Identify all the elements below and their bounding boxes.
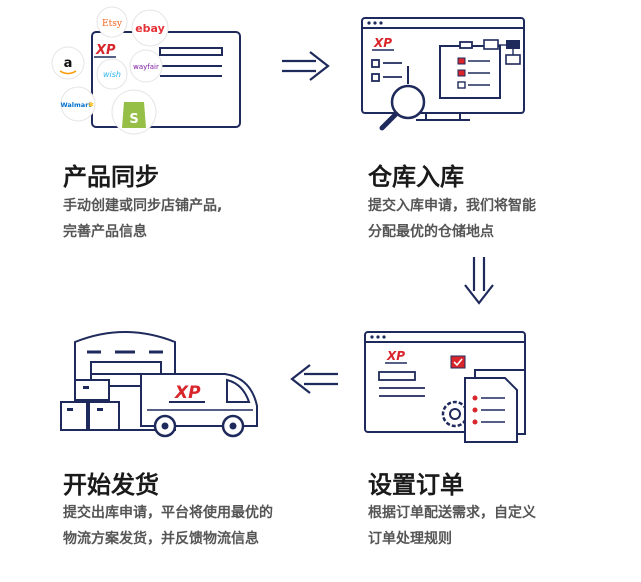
product-sync-illustration: Etsy ebay a wish wayfair Walmart ✱ S XP [51, 6, 241, 135]
xp-logo: XP [94, 43, 116, 58]
step-desc-product-sync: 手动创建或同步店铺产品, 完善产品信息 [63, 193, 222, 245]
xp-logo: XP [385, 349, 407, 364]
svg-text:XP: XP [174, 383, 201, 403]
gear-icon [441, 400, 469, 428]
arrow-right-1 [282, 51, 330, 81]
shopify-icon: S [111, 89, 157, 135]
ebay-badge: ebay [131, 9, 169, 47]
desc-line: 完善产品信息 [63, 224, 147, 240]
xp-logo: XP [169, 383, 205, 403]
svg-text:wayfair: wayfair [133, 63, 159, 71]
desc-line: 提交出库申请，平台将使用最优的 [63, 505, 273, 521]
magnifier-icon [379, 66, 426, 131]
step-title-start-shipping: 开始发货 [63, 471, 159, 499]
walmart-badge: Walmart ✱ [60, 86, 96, 122]
desc-line: 根据订单配送需求，自定义 [368, 505, 536, 521]
warehouse-inbound-illustration: XP [361, 17, 525, 131]
xp-logo: XP [372, 36, 394, 51]
svg-text:Etsy: Etsy [102, 19, 123, 29]
svg-text:S: S [129, 112, 138, 127]
svg-text:wish: wish [103, 70, 121, 79]
svg-text:✱: ✱ [88, 101, 94, 109]
svg-text:Walmart: Walmart [60, 101, 91, 109]
svg-text:a: a [64, 56, 73, 71]
desc-line: 订单处理规则 [368, 531, 452, 547]
step-title-warehouse-inbound: 仓库入库 [368, 163, 464, 191]
svg-text:XP: XP [386, 349, 405, 363]
desc-line: 物流方案发货，并反馈物流信息 [63, 531, 259, 547]
desc-line: 提交入库申请，我们将智能 [368, 198, 536, 214]
step-desc-warehouse-inbound: 提交入库申请，我们将智能 分配最优的仓储地点 [368, 193, 536, 245]
step-title-product-sync: 产品同步 [63, 163, 159, 191]
shipping-illustration: XP [60, 331, 258, 438]
step-desc-order-setup: 根据订单配送需求，自定义 订单处理规则 [368, 500, 536, 552]
wayfair-badge: wayfair [129, 49, 163, 83]
svg-text:ebay: ebay [135, 22, 165, 35]
svg-text:XP: XP [373, 36, 392, 50]
step-title-order-setup: 设置订单 [368, 471, 464, 499]
step-desc-start-shipping: 提交出库申请，平台将使用最优的 物流方案发货，并反馈物流信息 [63, 500, 273, 552]
desc-line: 分配最优的仓储地点 [368, 224, 494, 240]
arrow-down [464, 257, 494, 305]
desc-line: 手动创建或同步店铺产品, [63, 198, 223, 214]
svg-text:XP: XP [95, 43, 116, 58]
order-setup-illustration: XP [364, 331, 526, 443]
arrow-left [290, 364, 338, 394]
wish-badge: wish [96, 58, 128, 90]
amazon-badge: a [51, 46, 85, 80]
etsy-badge: Etsy [96, 6, 128, 38]
